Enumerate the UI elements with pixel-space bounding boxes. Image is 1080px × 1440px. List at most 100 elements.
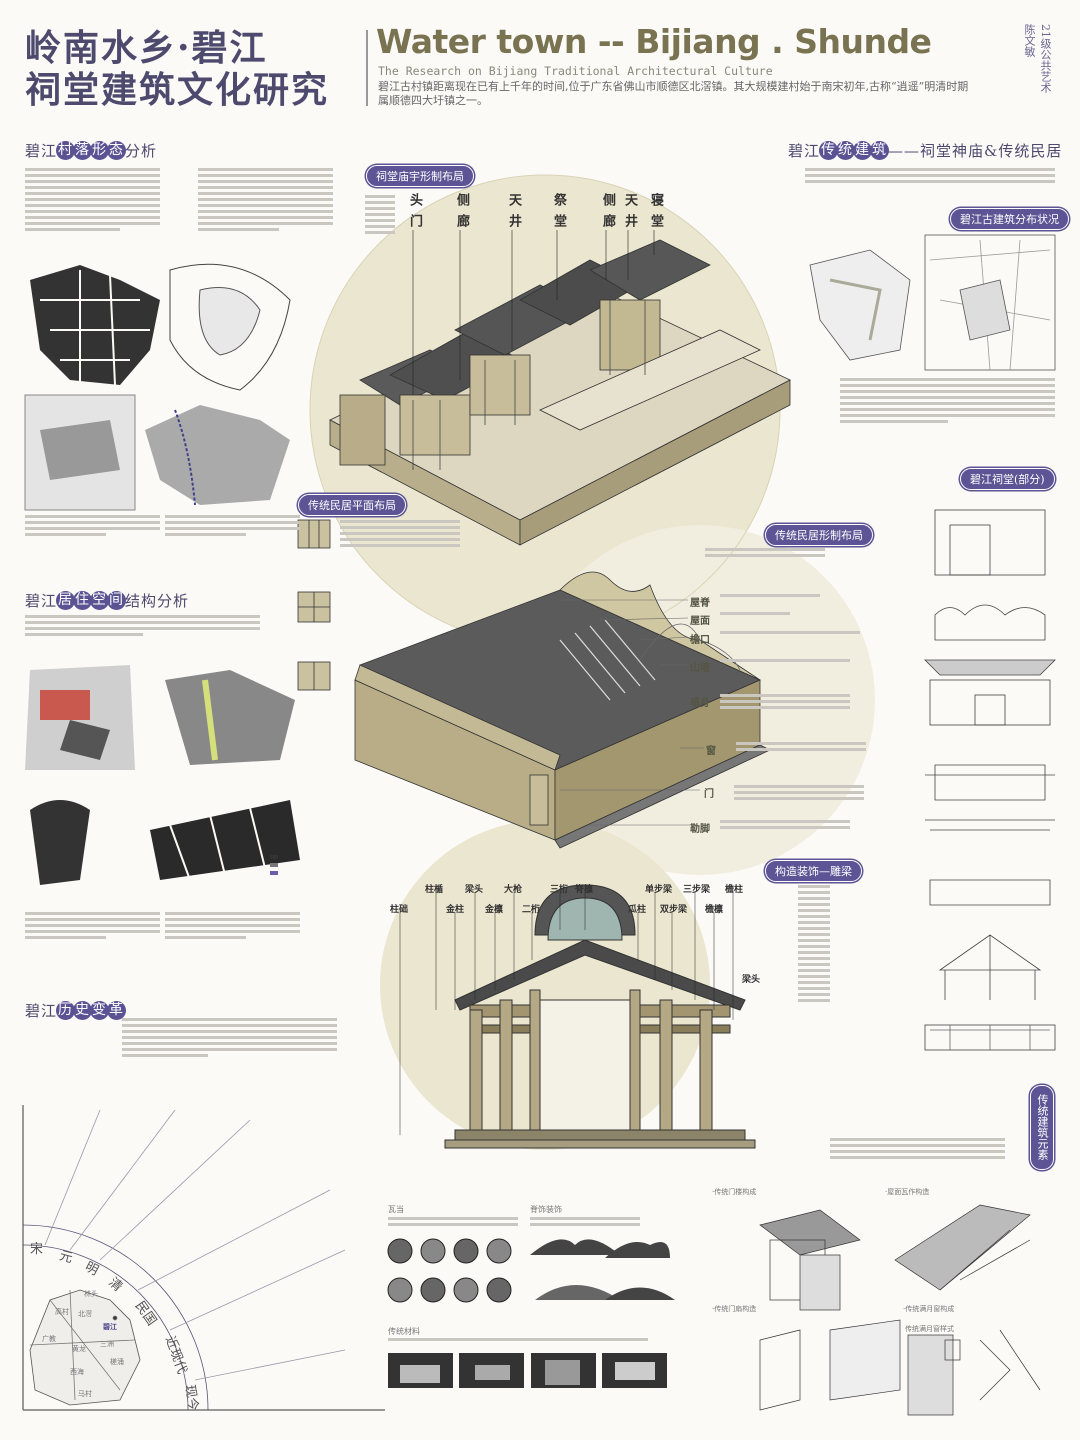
heading-pre: 碧江	[25, 592, 58, 610]
history-text-block	[122, 1018, 337, 1057]
moon-window-title: ·传统满月窗构成	[903, 1305, 955, 1313]
heading-char: 传	[819, 141, 839, 160]
town-label: 高村	[55, 1308, 69, 1316]
dwelling-plan-grids	[297, 519, 331, 691]
part-label: 檐口	[690, 635, 710, 646]
part-label: 窗	[706, 746, 716, 757]
traditional-architecture-heading: 碧江 传统建筑 ——祠堂神庙&传统民居	[788, 140, 1062, 161]
temple-isometric-drawing	[329, 230, 791, 546]
beam-label: 梁头	[465, 885, 484, 895]
tile-title: 瓦当	[388, 1205, 404, 1214]
dynasty-present: 现今	[181, 1383, 201, 1412]
history-fan-diagram	[22, 1105, 385, 1411]
english-title: Water town -- Bijiang . Shunde	[376, 22, 932, 61]
heading-pre: 碧江	[788, 142, 821, 160]
house-isometric-drawing	[354, 571, 771, 849]
dwelling-form-pill: 传统民居形制布局	[765, 524, 873, 546]
heading-char: 间	[107, 591, 127, 610]
heading-post: ——祠堂神庙&传统民居	[888, 142, 1063, 160]
ridge-title: 脊饰装饰	[530, 1205, 562, 1214]
dwelling-plan-pill: 传统民居平面布局	[298, 494, 406, 516]
ridge-text	[530, 1217, 640, 1226]
ancestral-hall-pill: 碧江祠堂(部分)	[960, 468, 1055, 490]
heading-char: 历	[56, 1001, 76, 1020]
moon-window-style: 传统满月窗样式	[905, 1325, 954, 1333]
construction-drawings	[759, 1204, 1041, 1416]
heading-char: 住	[73, 591, 93, 610]
class-label: 21级公共艺术	[1039, 24, 1052, 93]
town-label: 林头	[84, 1290, 98, 1298]
living-space-heading: 碧江 居住空间 结构分析	[25, 590, 189, 611]
village-form-heading: 碧江 村落形态 分析	[25, 140, 157, 161]
temple-part-label: 侧廊	[454, 193, 469, 235]
beam-label: 金柱	[446, 905, 465, 915]
house-part-eave: 檐口	[690, 631, 860, 646]
door-structure-title: ·传统门楼构成	[712, 1188, 757, 1196]
eave-tile-drawings	[387, 1238, 512, 1303]
beam-label: 脊檩	[575, 885, 594, 895]
heading-char: 统	[836, 141, 856, 160]
temple-part-label: 头门	[407, 193, 422, 235]
map-caption	[25, 515, 160, 536]
heading-post: 分析	[125, 142, 158, 160]
beam-label: 柱础	[390, 905, 409, 915]
beam-label: 大枪	[504, 885, 523, 895]
part-label: 门	[704, 789, 714, 800]
temple-part-label: 寝堂	[648, 193, 663, 235]
temple-part-label: 天井	[622, 193, 637, 235]
beam-label: 单步梁	[645, 885, 673, 895]
temple-layout-pill: 祠堂庙宇形制布局	[366, 165, 474, 187]
form-text-block	[705, 548, 825, 557]
town-label: 三洲	[100, 1340, 114, 1348]
heading-char: 建	[853, 141, 873, 160]
heading-char: 空	[90, 591, 110, 610]
title-divider	[366, 30, 368, 106]
distribution-text-block	[840, 378, 1055, 423]
town-bijiang: 碧江	[103, 1322, 117, 1331]
map-caption	[25, 912, 160, 939]
heading-post: 结构分析	[125, 592, 190, 610]
heading-char: 变	[90, 1001, 110, 1020]
map-caption	[165, 912, 300, 939]
town-label: 广教	[42, 1335, 56, 1343]
distribution-maps	[809, 234, 1056, 371]
carving-side-text	[798, 885, 830, 1002]
beam-label: 双步梁	[660, 905, 688, 915]
plan-text-block	[340, 520, 460, 547]
house-part-leader-lines	[560, 599, 704, 826]
map-caption	[165, 515, 300, 536]
carving-pill: 构造装饰—雕梁	[765, 860, 862, 882]
house-part-plinth: 勒脚	[690, 820, 850, 835]
house-part-wall: 墙身	[690, 694, 850, 709]
ridge-ornament-drawings	[530, 1239, 675, 1300]
house-part-door: 门	[704, 785, 864, 800]
heading-char: 形	[90, 141, 110, 160]
beam-label: 三桁	[550, 885, 569, 895]
town-label: 马村	[78, 1390, 92, 1398]
beam-section-drawing	[399, 884, 756, 1149]
part-label: 墙身	[690, 698, 710, 709]
temple-side-text	[365, 195, 395, 234]
ancestral-hall-elevations	[924, 509, 1056, 1051]
distribution-pill: 碧江古建筑分布状况	[950, 208, 1069, 230]
beam-label: 金檩	[485, 905, 504, 915]
tile-text	[388, 1217, 518, 1226]
architecture-text-block	[805, 168, 1055, 183]
temple-part-label: 祭堂	[551, 193, 566, 235]
village-text-block	[25, 168, 160, 231]
beam-label: 三步梁	[683, 885, 711, 895]
poster-title-line1: 岭南水乡·碧江	[25, 27, 268, 69]
material-title: 传统材料	[388, 1327, 420, 1336]
author-name: 陈文敏	[1023, 24, 1036, 57]
beam-label: 檐檩	[705, 905, 724, 915]
english-subtitle: The Research on Bijiang Traditional Arch…	[378, 64, 773, 78]
temple-part-label: 侧廊	[600, 193, 615, 235]
history-heading: 碧江 历史变革	[25, 1000, 127, 1021]
elements-text-block	[830, 1138, 1005, 1159]
dynasty-song: 宋	[30, 1242, 44, 1257]
temple-part-label: 天井	[506, 193, 521, 235]
town-label: 西海	[70, 1368, 84, 1376]
beam-label: 二桁	[522, 905, 541, 915]
roof-tile-title: ·屋面瓦作构造	[885, 1188, 930, 1196]
